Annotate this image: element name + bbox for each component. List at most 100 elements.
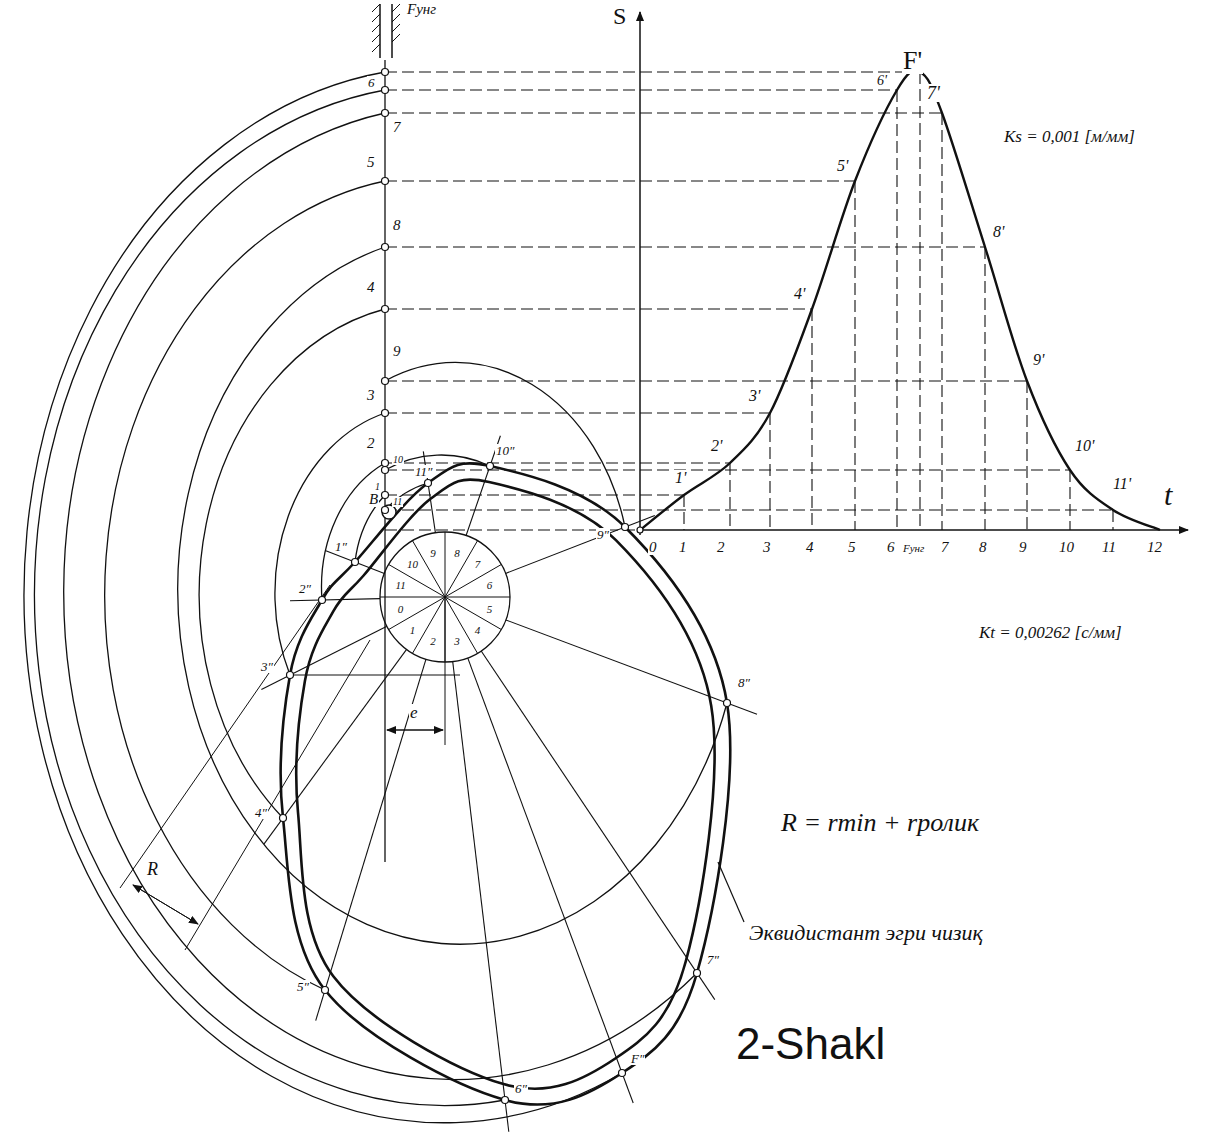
point-dot xyxy=(619,1070,626,1077)
dimension-label: R xyxy=(146,860,159,878)
ray xyxy=(290,599,380,601)
point-name: 11″ xyxy=(414,465,433,478)
point-dot xyxy=(382,492,389,499)
point-dot xyxy=(382,467,389,474)
leader-line xyxy=(718,862,744,922)
ray xyxy=(468,658,634,1103)
dimension-arrow xyxy=(387,730,443,731)
point-dot xyxy=(502,1097,509,1104)
displacement-curve xyxy=(640,71,1160,530)
tick-label: 6 xyxy=(886,540,896,555)
spoke xyxy=(445,597,501,630)
ray xyxy=(453,662,509,1132)
tick-label: 0 xyxy=(648,540,658,555)
dimension-line xyxy=(445,597,446,745)
sector-number: 2 xyxy=(429,636,437,647)
sector-number: 8 xyxy=(453,547,461,558)
point-dot xyxy=(425,480,432,487)
formula: R = rmin + rролик xyxy=(780,810,980,836)
dimension-label: e xyxy=(409,704,419,721)
point-number: 4 xyxy=(366,280,376,295)
point-dot xyxy=(352,559,359,566)
point-number: 8 xyxy=(392,218,402,233)
sector-number: 6 xyxy=(486,580,494,591)
note: Эквидистант эгри чизиқ xyxy=(748,922,984,944)
figure-caption: 2-Shakl xyxy=(735,1022,886,1066)
point-name: 2″ xyxy=(298,582,312,595)
point-name: F″ xyxy=(630,1052,645,1065)
point-name: 8' xyxy=(992,224,1005,240)
ray xyxy=(264,649,407,843)
point-name: Fунг xyxy=(406,2,437,17)
point-dot xyxy=(622,524,629,531)
point-name: 5' xyxy=(836,158,849,174)
scale-note: Ks = 0,001 [м/мм] xyxy=(1003,128,1136,145)
point-dot xyxy=(382,178,389,185)
point-name: 8″ xyxy=(737,676,751,689)
point-number: 11 xyxy=(392,497,403,507)
point-dot xyxy=(382,460,389,467)
point-dot xyxy=(724,700,731,707)
cam-profile xyxy=(296,480,714,1089)
sector-number: 10 xyxy=(406,559,419,570)
point-dot xyxy=(382,410,389,417)
hatching xyxy=(372,4,400,52)
construction-arcs xyxy=(24,72,727,1123)
point-name: 2' xyxy=(710,438,723,454)
tick-label: 12 xyxy=(1146,540,1163,555)
point-number: 10 xyxy=(392,455,404,465)
point-number: 1 xyxy=(374,482,381,492)
point-number: 5 xyxy=(366,155,376,170)
point-dot xyxy=(319,597,326,604)
roller xyxy=(382,505,396,519)
dimension-arrow xyxy=(133,885,198,924)
sector-number: 7 xyxy=(474,559,482,570)
dimension-arrow xyxy=(387,730,443,731)
point-name: 9″ xyxy=(596,528,610,541)
tick-label: 1 xyxy=(678,540,688,555)
point-name: 10' xyxy=(1074,438,1095,454)
point-number: 6 xyxy=(367,76,376,89)
sector-number: 1 xyxy=(409,624,417,635)
point-name: 4' xyxy=(793,286,806,302)
point-name: 3″ xyxy=(260,660,274,673)
point-number: 2 xyxy=(366,436,376,451)
point-name: B xyxy=(368,492,379,507)
guide-lines xyxy=(24,4,1188,1132)
tick-label: 2 xyxy=(716,540,726,555)
point-name: 1″ xyxy=(334,540,348,553)
spoke xyxy=(413,597,446,653)
point-name: 3' xyxy=(748,388,761,404)
point-dot xyxy=(694,970,701,977)
axis-name: S xyxy=(612,4,627,28)
point-dot xyxy=(280,815,287,822)
spoke xyxy=(389,597,445,630)
rays xyxy=(261,436,757,1132)
sector-number: 0 xyxy=(397,603,405,614)
point-dot xyxy=(382,110,389,117)
point-dot xyxy=(382,69,389,76)
points xyxy=(280,69,731,1104)
tick-label: Fунг xyxy=(902,543,925,554)
point-name: 7' xyxy=(926,84,941,102)
scale-note: Kt = 0,00262 [с/мм] xyxy=(978,624,1123,641)
point-number: 7 xyxy=(392,120,402,135)
tick-label: 3 xyxy=(762,540,772,555)
tick-label: 10 xyxy=(1058,540,1075,555)
point-name: 11' xyxy=(1112,476,1132,492)
point-dot xyxy=(382,87,389,94)
point-dot xyxy=(487,463,494,470)
sector-number: 9 xyxy=(429,547,437,558)
tick-label: 11 xyxy=(1101,540,1117,555)
spoke xyxy=(445,565,501,598)
point-dot xyxy=(382,244,389,251)
ray xyxy=(261,626,387,689)
tick-label: 4 xyxy=(805,540,815,555)
dimension-arrow xyxy=(133,885,198,924)
point-number: 3 xyxy=(366,388,376,403)
point-name: 6″ xyxy=(514,1082,528,1095)
point-dot xyxy=(287,672,294,679)
sector-number: 11 xyxy=(394,580,406,591)
